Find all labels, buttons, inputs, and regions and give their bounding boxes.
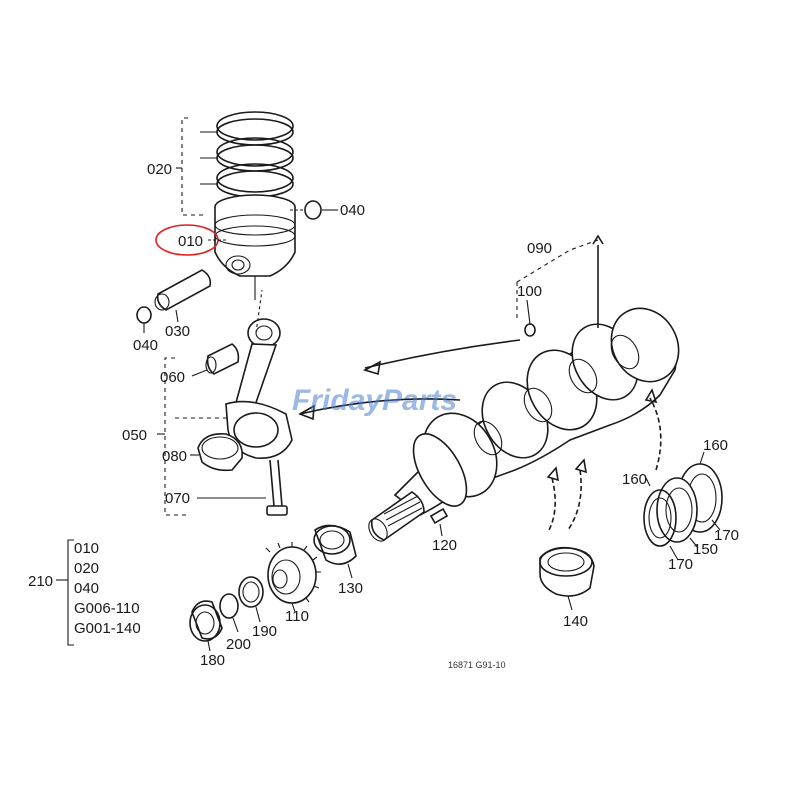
watermark-text: FridayParts bbox=[292, 384, 457, 417]
label-140: 140 bbox=[563, 613, 588, 630]
kit-item: G006-110 bbox=[74, 600, 140, 617]
label-130: 130 bbox=[338, 580, 363, 597]
label-110: 110 bbox=[285, 608, 309, 625]
kit-item: 040 bbox=[74, 580, 99, 597]
label-060: 060 bbox=[160, 369, 185, 386]
label-170-left: 170 bbox=[668, 556, 693, 573]
label-090: 090 bbox=[527, 240, 552, 257]
main-bearing bbox=[539, 546, 595, 597]
connecting-rod bbox=[225, 289, 293, 459]
label-190: 190 bbox=[252, 623, 277, 640]
piston-rings bbox=[216, 111, 294, 198]
label-050: 050 bbox=[122, 427, 147, 444]
label-100: 100 bbox=[517, 283, 542, 300]
label-040-upper: 040 bbox=[340, 202, 365, 219]
label-150: 150 bbox=[693, 541, 718, 558]
label-040-lower: 040 bbox=[133, 337, 158, 354]
label-070: 070 bbox=[165, 490, 190, 507]
drawing-code: 16871 G91-10 bbox=[448, 660, 506, 670]
crankshaft bbox=[368, 307, 680, 542]
label-180: 180 bbox=[200, 652, 225, 669]
label-120: 120 bbox=[432, 537, 457, 554]
label-080: 080 bbox=[162, 448, 187, 465]
label-020: 020 bbox=[147, 161, 172, 178]
piston-pin bbox=[154, 269, 212, 311]
kit-item: 020 bbox=[74, 560, 99, 577]
thrust-bearing-set bbox=[643, 463, 723, 547]
label-kit-210: 210 bbox=[28, 573, 53, 590]
label-160-right: 160 bbox=[703, 437, 728, 454]
kit-item: G001-140 bbox=[74, 620, 141, 637]
kit-item: 010 bbox=[74, 540, 99, 557]
piston bbox=[214, 194, 296, 300]
label-200: 200 bbox=[226, 636, 251, 653]
crank-gear bbox=[265, 542, 321, 604]
label-160-left: 160 bbox=[622, 471, 647, 488]
label-030: 030 bbox=[165, 323, 190, 340]
label-170-right: 170 bbox=[714, 527, 739, 544]
label-010: 010 bbox=[178, 233, 203, 250]
